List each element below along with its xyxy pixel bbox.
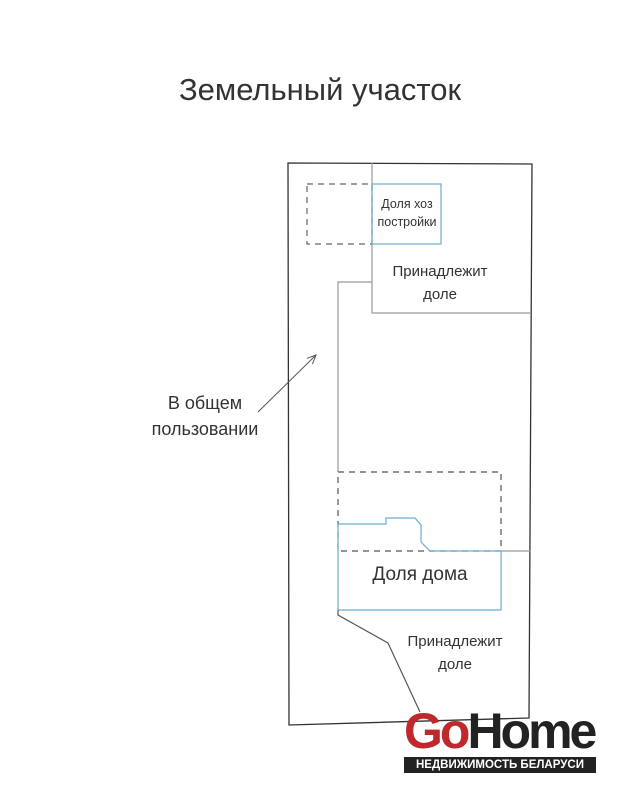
house-dashed-outline (337, 471, 502, 552)
shed-share-label: Доля хоз постройки (377, 197, 437, 229)
logo-subtitle: НЕДВИЖИМОСТЬ БЕЛАРУСИ (404, 757, 596, 773)
belongs-bottom-label: Принадлежит доле (407, 633, 503, 673)
bottom-share-boundary-diagonal (337, 610, 421, 713)
plot-boundary (287, 162, 533, 726)
arrow-icon (257, 355, 316, 413)
belongs-top-label: Принадлежит доле (392, 263, 488, 303)
page-title: Земельный участок (178, 72, 462, 107)
common-area-boundary (337, 281, 372, 472)
logo-go: Go (404, 703, 470, 759)
house-share-label: Доля дома (372, 564, 468, 585)
shed-share-rect (371, 183, 442, 245)
logo-home: Home (467, 703, 597, 759)
gohome-logo: GoHome НЕДВИЖИМОСТЬ БЕЛАРУСИ (404, 703, 597, 773)
house-share-shape (337, 517, 502, 611)
shed-dashed-outline (306, 183, 373, 245)
common-use-label: В общем пользовании (151, 393, 259, 439)
